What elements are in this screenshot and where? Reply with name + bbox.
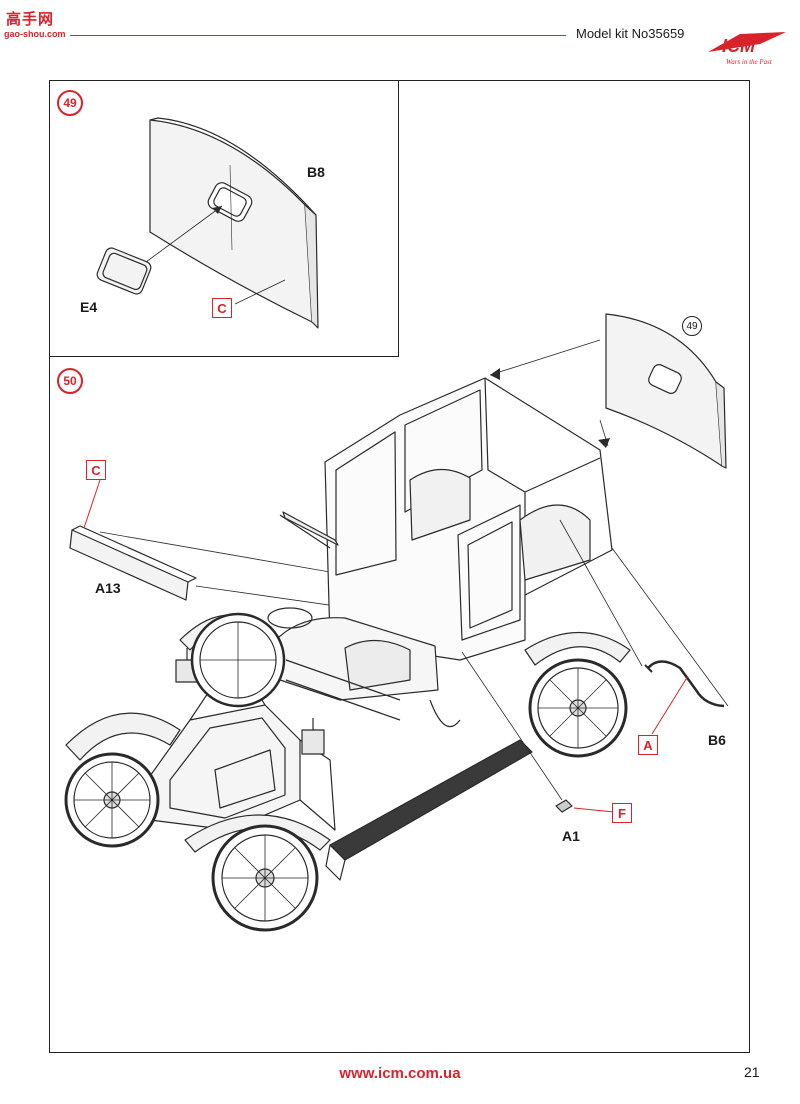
rear-panel-b8 bbox=[149, 117, 319, 329]
roof-strip-a13 bbox=[69, 525, 197, 601]
front-right-wheel bbox=[211, 824, 319, 932]
paint-code-a: A bbox=[638, 735, 658, 755]
step-49-inset bbox=[49, 80, 399, 357]
part-label-b8: B8 bbox=[307, 164, 325, 180]
part-label-e4: E4 bbox=[80, 299, 98, 315]
part-a1 bbox=[555, 799, 573, 813]
watermark-url: gao-shou.com bbox=[4, 29, 66, 39]
car-body bbox=[65, 377, 631, 881]
page-number: 21 bbox=[744, 1064, 760, 1080]
logo-tagline: Wars in the Past bbox=[726, 58, 773, 66]
window-e4 bbox=[96, 247, 152, 295]
part-label-b6: B6 bbox=[708, 732, 726, 748]
step-50-badge: 50 bbox=[57, 368, 83, 394]
steering-wheel bbox=[267, 607, 313, 629]
step-49-reference: 49 bbox=[682, 316, 702, 336]
watermark-title: 高手网 bbox=[6, 10, 55, 28]
rear-right-wheel bbox=[528, 658, 628, 758]
icm-logo: ICM Wars in the Past bbox=[708, 32, 786, 66]
step-49-badge: 49 bbox=[57, 90, 83, 116]
rear-left-wheel bbox=[190, 612, 286, 708]
part-label-a1: A1 bbox=[562, 828, 580, 844]
front-left-wheel bbox=[64, 752, 160, 848]
footer-website[interactable]: www.icm.com.ua bbox=[339, 1065, 461, 1082]
paint-code-c-left: C bbox=[86, 460, 106, 480]
part-label-a13: A13 bbox=[95, 580, 121, 596]
grab-handle-b6 bbox=[644, 660, 725, 708]
paint-code-c-top: C bbox=[212, 298, 232, 318]
rear-panel-ref bbox=[605, 313, 727, 469]
instruction-frame bbox=[49, 80, 750, 1053]
logo-text: ICM bbox=[722, 36, 756, 56]
header-rule bbox=[70, 35, 566, 36]
model-kit-number: Model kit No35659 bbox=[576, 26, 685, 41]
paint-code-f: F bbox=[612, 803, 632, 823]
